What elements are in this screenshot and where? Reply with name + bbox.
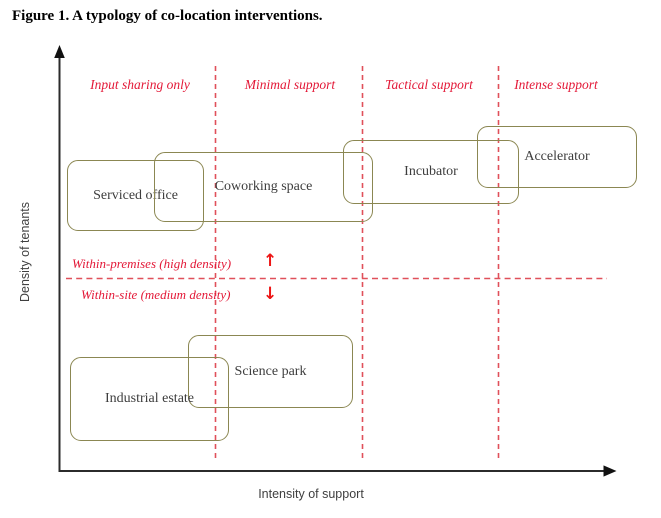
within-premises-label: Within-premises (high density): [72, 256, 232, 271]
intervention-label: Coworking space: [214, 179, 313, 194]
region-label-tactical-support: Tactical support: [385, 77, 473, 92]
box-incubator: Incubator: [343, 140, 519, 204]
y-axis-arrowhead: [54, 45, 65, 58]
x-axis-arrowhead: [603, 465, 617, 477]
intervention-label: Accelerator: [524, 149, 590, 164]
up-arrow-icon: ↑: [263, 251, 278, 271]
region-label-intense-support: Intense support: [514, 77, 598, 92]
y-axis-label: Density of tenants: [18, 201, 32, 303]
down-arrow-icon: ↓: [263, 284, 278, 304]
within-site-label: Within-site (medium density): [81, 287, 231, 302]
box-coworking-space: Coworking space: [154, 152, 373, 222]
intervention-label: Industrial estate: [104, 391, 195, 406]
region-label-minimal-support: Minimal support: [244, 77, 336, 92]
region-label-input-sharing-only: Input sharing only: [90, 77, 190, 92]
x-axis-label: Intensity of support: [258, 487, 364, 501]
intervention-label: Serviced office: [93, 187, 178, 203]
box-science-park: Science park: [188, 335, 353, 408]
figure-title: Figure 1. A typology of co-location inte…: [12, 8, 323, 24]
box-industrial-estate: Industrial estate: [70, 357, 229, 441]
intervention-label: Incubator: [404, 164, 458, 179]
intervention-label: Science park: [234, 363, 307, 379]
box-accelerator: Accelerator: [477, 126, 637, 188]
box-serviced-office: Serviced office: [67, 160, 204, 231]
